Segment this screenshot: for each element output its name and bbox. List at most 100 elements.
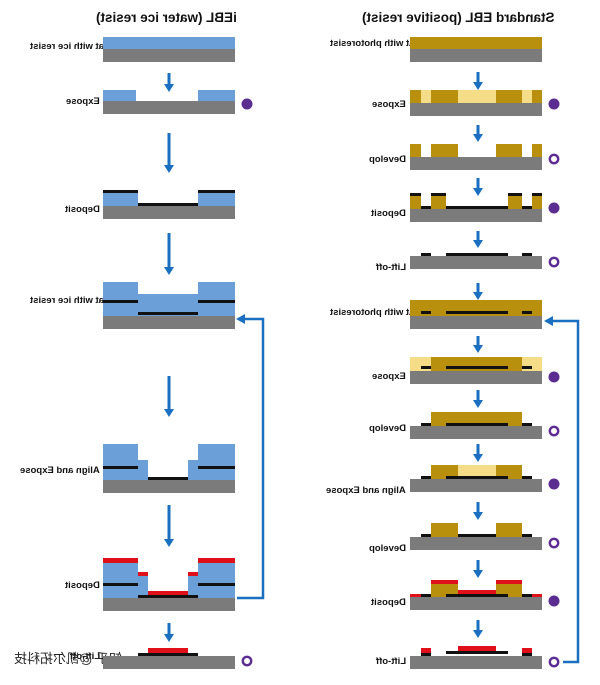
- metal-pad: [421, 594, 431, 597]
- right-marker-8: [548, 478, 560, 490]
- ice-resist-block: [188, 460, 198, 480]
- right-arrow-9-head: [473, 512, 483, 520]
- metal-pad: [522, 423, 532, 426]
- right-marker-6: [548, 371, 560, 383]
- left-marker-liftoff: [241, 655, 253, 667]
- metal-pad: [421, 206, 431, 209]
- photoresist-block: [496, 144, 522, 157]
- left-arrow-3-head: [164, 267, 174, 275]
- ice-resist-block: [138, 575, 148, 598]
- left-marker-expose: [241, 98, 253, 110]
- ice-resist-block: [138, 460, 148, 480]
- red-metal-pad: [458, 646, 496, 651]
- metal-layer: [103, 190, 138, 193]
- metal-pad: [421, 253, 431, 256]
- metal-pad: [522, 534, 532, 537]
- ice-resist-layer: [103, 37, 235, 49]
- left-arrow-4-head: [164, 409, 174, 417]
- metal-pad: [522, 253, 532, 256]
- metal-layer: [410, 193, 421, 196]
- left-arrow-1-head: [164, 84, 174, 92]
- metal-pad: [446, 594, 508, 597]
- ice-resist-block: [103, 562, 138, 598]
- red-metal-pad: [458, 590, 496, 594]
- red-metal-pad: [522, 648, 532, 653]
- substrate: [410, 479, 542, 492]
- metal-pad: [522, 366, 532, 369]
- photoresist-block: [496, 583, 522, 597]
- metal-layer: [103, 466, 138, 469]
- substrate: [410, 316, 542, 329]
- metal-layer: [198, 300, 235, 303]
- ice-resist-block: [188, 575, 198, 598]
- metal-pad: [446, 651, 508, 654]
- red-metal-layer: [532, 594, 542, 597]
- substrate: [103, 206, 235, 219]
- metal-pad: [421, 534, 431, 537]
- substrate: [410, 597, 542, 610]
- metal-layer: [198, 466, 235, 469]
- metal-layer: [198, 190, 235, 193]
- ice-resist-layer: [138, 294, 198, 316]
- right-marker-9: [548, 537, 560, 549]
- metal-layer: [103, 583, 138, 586]
- right-marker-7: [548, 425, 560, 437]
- right-arrow-6-head: [473, 345, 483, 353]
- right-arrow-10-head: [473, 570, 483, 578]
- metal-pad: [522, 594, 532, 597]
- substrate: [410, 371, 542, 384]
- metal-pad: [446, 423, 508, 426]
- photoresist-block: [431, 523, 458, 537]
- red-metal-layer: [496, 580, 522, 584]
- substrate: [410, 426, 542, 439]
- substrate: [410, 209, 542, 222]
- metal-pad: [446, 366, 508, 369]
- right-arrow-4-head: [473, 240, 483, 248]
- metal-pad: [522, 476, 532, 479]
- exposed-resist: [522, 90, 532, 103]
- photoresist-block: [431, 412, 522, 426]
- metal-layer: [431, 193, 446, 196]
- metal-layer: [103, 300, 138, 303]
- left-arrow-6-head: [164, 634, 174, 642]
- substrate: [410, 103, 542, 116]
- left-loop-arrow-head: [236, 314, 245, 324]
- photoresist-block: [410, 144, 421, 157]
- substrate: [410, 49, 542, 62]
- ice-resist-block: [103, 192, 138, 206]
- left-loop-arrow-line: [237, 317, 265, 600]
- exposed-resist: [458, 90, 496, 103]
- metal-pad: [138, 653, 198, 656]
- substrate: [410, 157, 542, 170]
- red-metal-layer: [188, 572, 198, 576]
- ice-resist-block: [198, 90, 235, 101]
- left-arrow-5-head: [164, 539, 174, 547]
- photoresist-block: [431, 195, 446, 209]
- red-metal-pad: [148, 591, 188, 595]
- right-arrow-2-head: [473, 134, 483, 142]
- photoresist-block: [496, 523, 522, 537]
- photoresist-block: [532, 195, 542, 209]
- right-loop-arrow-head: [544, 316, 553, 326]
- metal-layer: [198, 583, 235, 586]
- ice-resist-block: [198, 444, 235, 480]
- metal-pad: [522, 653, 532, 656]
- exposed-resist: [421, 90, 431, 103]
- metal-pad: [421, 423, 431, 426]
- right-loop-arrow-line: [551, 319, 580, 664]
- right-arrow-3-head: [473, 188, 483, 196]
- metal-pad: [522, 206, 532, 209]
- right-marker-11: [548, 656, 560, 668]
- red-metal-pad: [421, 648, 431, 653]
- metal-pad: [446, 476, 508, 479]
- photoresist-block: [508, 195, 522, 209]
- metal-pad: [446, 311, 508, 314]
- red-metal-layer: [103, 558, 138, 563]
- right-marker-10: [548, 595, 560, 607]
- metal-pad: [446, 253, 508, 256]
- exposed-resist: [458, 465, 496, 479]
- photoresist-block: [431, 144, 458, 157]
- substrate: [103, 101, 235, 114]
- metal-pad: [138, 312, 198, 315]
